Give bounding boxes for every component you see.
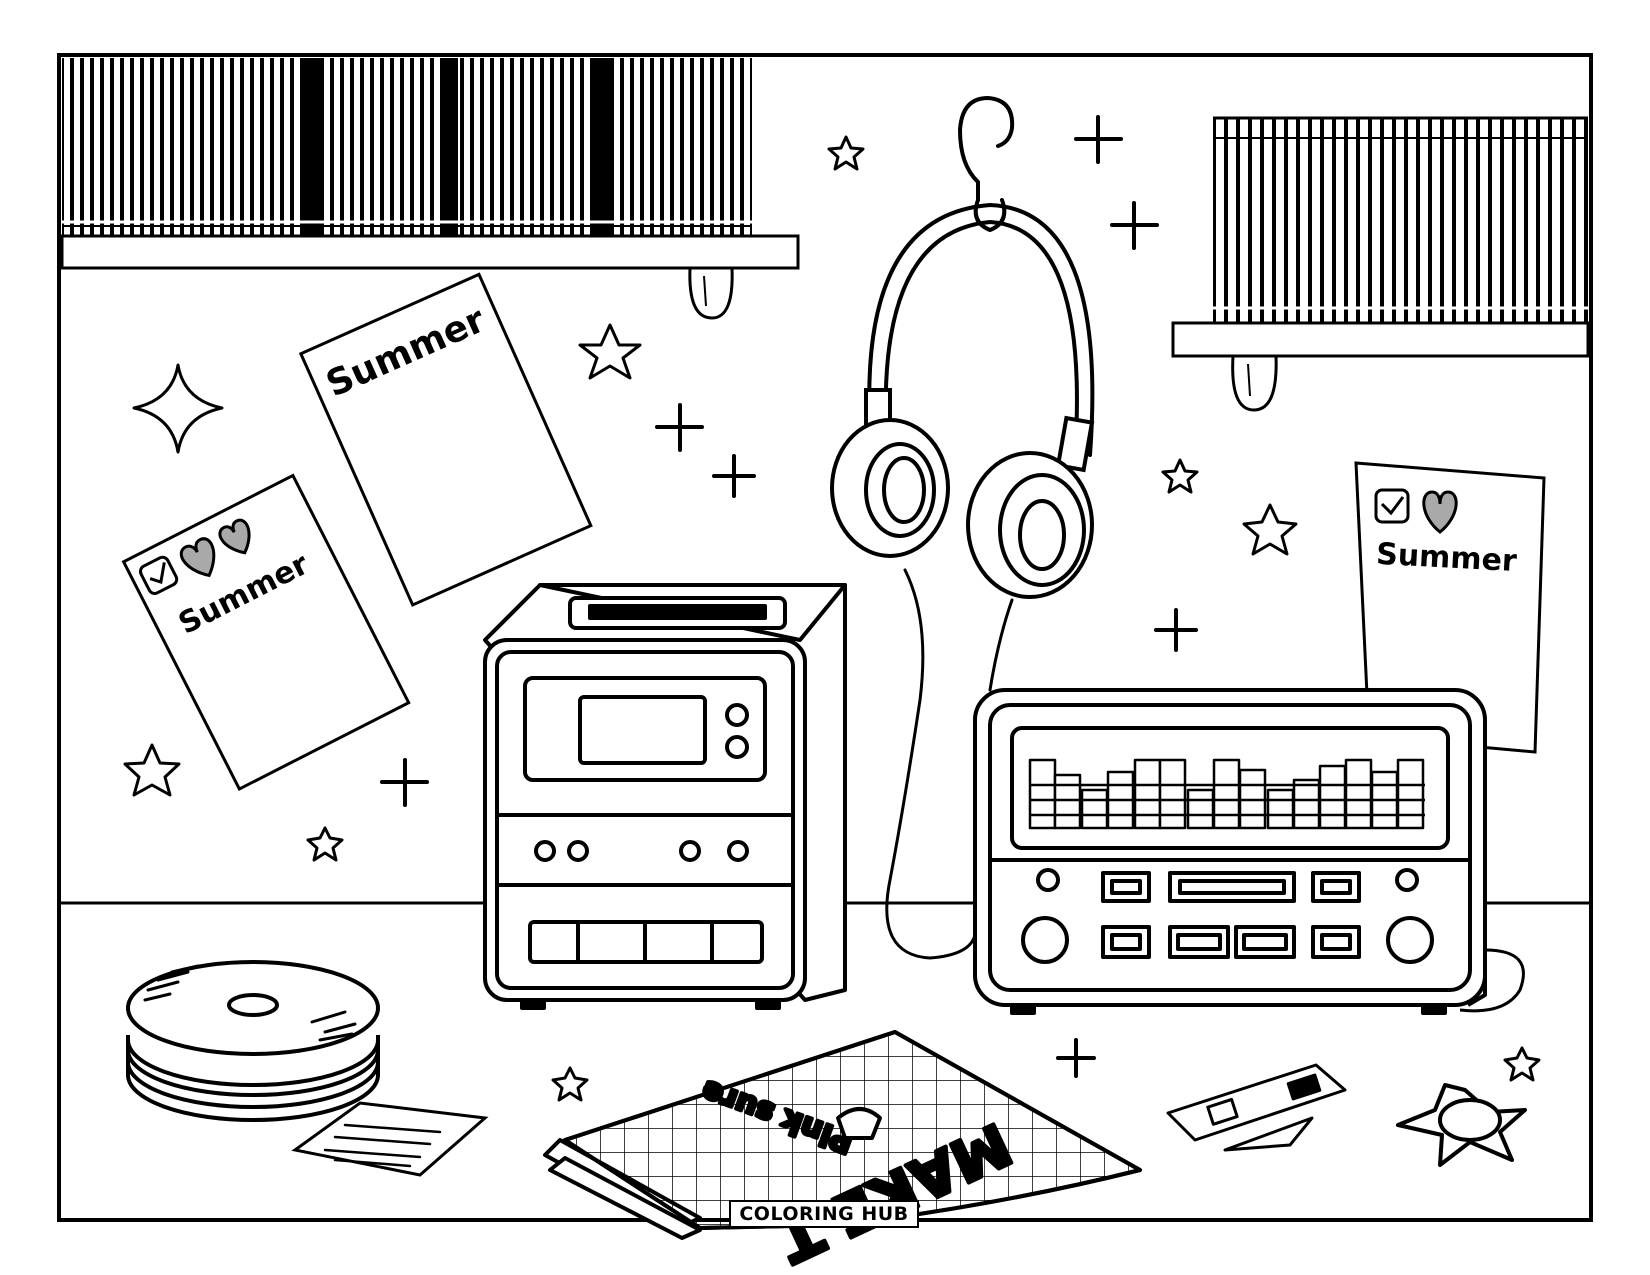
control-knob bbox=[567, 840, 589, 862]
brand-label: COLORING HUB bbox=[729, 1200, 919, 1228]
control-knob bbox=[534, 840, 556, 862]
radio-cord bbox=[1459, 948, 1525, 1013]
control-knob bbox=[725, 735, 749, 759]
tuning-knob bbox=[1386, 916, 1434, 964]
headband bbox=[867, 202, 1095, 457]
heart-icon bbox=[179, 537, 216, 578]
check-icon bbox=[138, 555, 179, 595]
cassette-screen bbox=[578, 695, 707, 765]
plus-icon bbox=[380, 758, 429, 807]
sparkle-icon bbox=[132, 363, 224, 454]
star-icon bbox=[123, 743, 181, 797]
decorations bbox=[123, 135, 1541, 1102]
star-icon bbox=[578, 323, 642, 380]
plus-sparkles bbox=[380, 115, 1198, 1078]
star-icon bbox=[1161, 458, 1199, 494]
poster-left-tall: Summer bbox=[298, 272, 593, 607]
headphone-cable bbox=[885, 568, 977, 960]
equalizer-bars bbox=[1028, 758, 1425, 830]
magazine-badge-icon bbox=[836, 1107, 882, 1140]
tickets bbox=[1166, 1063, 1347, 1152]
star-icon bbox=[1503, 1046, 1541, 1082]
control-knob bbox=[725, 703, 749, 727]
star-icon bbox=[1242, 503, 1298, 556]
left-shelf-bracket bbox=[688, 266, 734, 320]
star-icon bbox=[306, 826, 344, 862]
cassette-player bbox=[483, 583, 847, 1010]
volume-knob bbox=[1021, 916, 1069, 964]
control-knob bbox=[1395, 868, 1419, 892]
plus-icon bbox=[1110, 201, 1159, 250]
magazine-stack: Pink sure MAKE T bbox=[543, 1030, 1142, 1275]
plus-icon bbox=[1074, 115, 1123, 164]
radio bbox=[973, 688, 1525, 1015]
check-icon bbox=[1374, 488, 1410, 524]
heart-icon bbox=[218, 518, 251, 555]
control-knob bbox=[727, 840, 749, 862]
left-shelf-board bbox=[60, 234, 800, 270]
right-shelf-bracket bbox=[1231, 354, 1278, 412]
star-icon bbox=[551, 1066, 589, 1102]
wall-hook bbox=[957, 95, 1015, 202]
star-icon bbox=[827, 135, 865, 171]
right-shelf-board bbox=[1171, 321, 1590, 358]
control-knob bbox=[679, 840, 701, 862]
left-bookshelf bbox=[60, 58, 800, 320]
headphones bbox=[830, 95, 1095, 960]
control-knob bbox=[1036, 868, 1060, 892]
heart-icon bbox=[1422, 490, 1458, 534]
plus-icon bbox=[1056, 1038, 1096, 1078]
left-books bbox=[62, 58, 752, 236]
plus-icon bbox=[655, 403, 704, 452]
poster-right: Summer bbox=[1354, 461, 1546, 754]
poster-right-text: Summer bbox=[1375, 537, 1517, 579]
poster-left-small: Summer bbox=[121, 473, 411, 791]
ticket-piece bbox=[1223, 1116, 1314, 1152]
ticket bbox=[1166, 1063, 1347, 1142]
cd-hole bbox=[227, 993, 279, 1017]
right-books bbox=[1213, 118, 1588, 322]
cd-stack bbox=[126, 960, 380, 1122]
plus-icon bbox=[1154, 608, 1198, 652]
right-bookshelf bbox=[1171, 116, 1590, 412]
plus-icon bbox=[712, 454, 756, 498]
note-card bbox=[291, 1101, 489, 1177]
star-badge bbox=[1396, 1083, 1527, 1167]
